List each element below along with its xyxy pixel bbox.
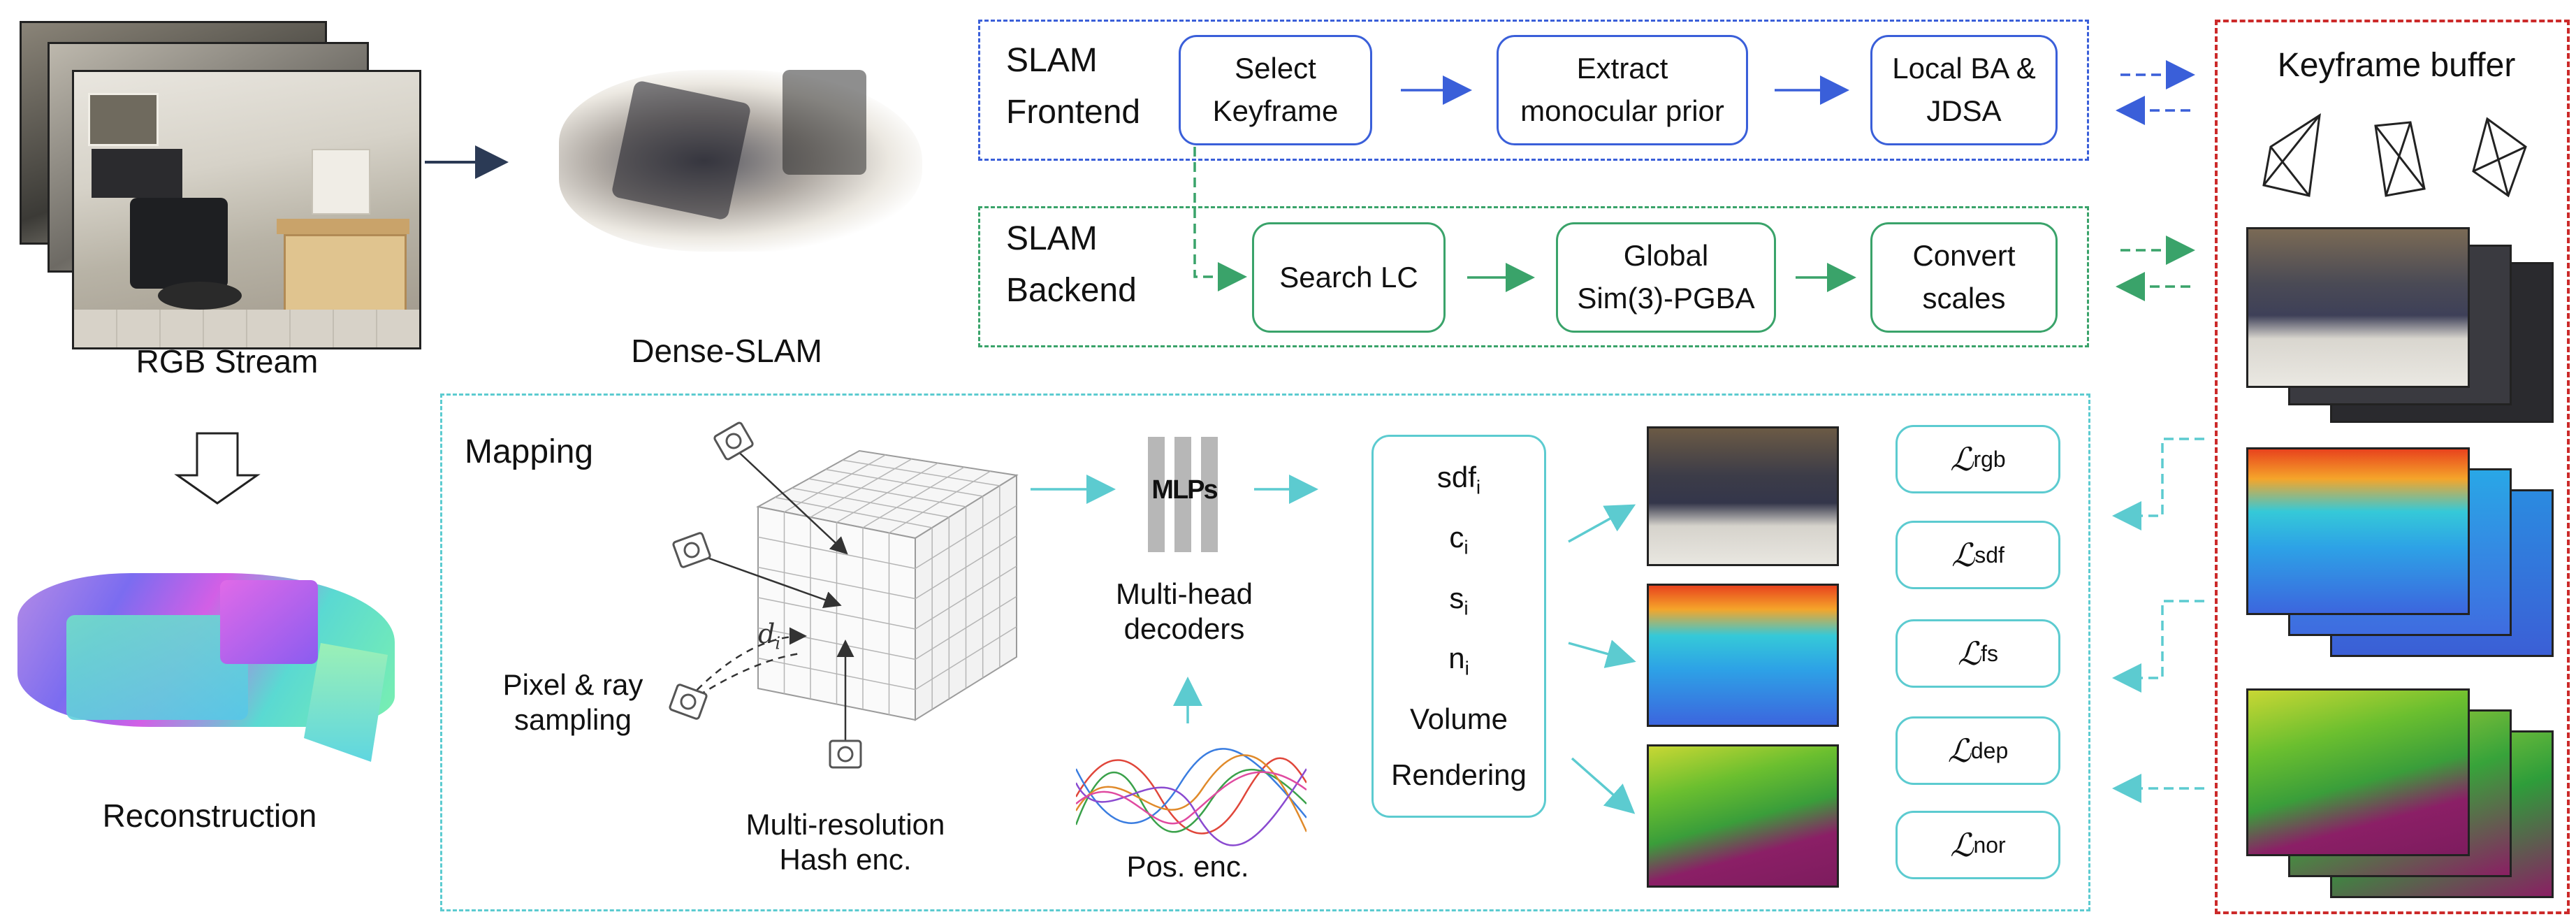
reconstruction-label: Reconstruction — [102, 797, 317, 834]
search-lc-box: Search LC — [1252, 222, 1446, 333]
output-semantic: si — [1449, 581, 1469, 619]
hash-grid-cube — [741, 419, 1034, 741]
camera-rays-diagram — [629, 412, 950, 776]
dense-slam-label: Dense-SLAM — [631, 333, 822, 369]
backend-title: SLAM Backend — [1006, 220, 1137, 310]
pos-enc-label: Pos. enc. — [1126, 850, 1249, 883]
keyframe-buffer-panel — [2215, 20, 2570, 914]
mapping-title: Mapping — [465, 433, 594, 470]
backend-panel — [978, 206, 2089, 347]
keyframe-depth-stack — [2246, 447, 2561, 664]
output-sdf: sdfi — [1436, 461, 1481, 498]
depth-symbol: di — [758, 619, 781, 654]
keyframe-buffer-title: Keyframe buffer — [2277, 47, 2516, 84]
rgb-stream-stack — [20, 21, 421, 349]
rgb-stream-label: RGB Stream — [136, 343, 319, 380]
rendered-depth-image — [1647, 584, 1839, 727]
mapping-panel — [440, 393, 2090, 911]
dense-slam-point-cloud — [517, 28, 950, 322]
rendered-normal-image — [1647, 744, 1839, 888]
rendered-rgb-image — [1647, 426, 1839, 566]
frontend-title: SLAM Frontend — [1006, 42, 1141, 131]
rgb-frame-front — [72, 70, 421, 349]
output-rendering: Rendering — [1391, 758, 1527, 791]
reconstruction-mesh — [10, 531, 402, 769]
rendering-outputs-box: sdfi ci si ni Volume Rendering — [1371, 435, 1546, 818]
mlp-label: MLPs — [1151, 475, 1218, 505]
output-volume: Volume — [1409, 702, 1508, 735]
local-ba-jdsa-box: Local BA &JDSA — [1870, 35, 2058, 145]
camera-poses-image — [2243, 105, 2550, 217]
frontend-panel — [978, 20, 2089, 161]
output-normal: ni — [1448, 642, 1469, 679]
positional-encoding-waves — [1076, 741, 1307, 853]
output-color: ci — [1449, 521, 1469, 558]
keyframe-normal-stack — [2246, 688, 2561, 905]
mlp-decoder-graphic: MLPs — [1142, 437, 1226, 552]
keyframe-rgb-stack — [2246, 227, 2561, 430]
